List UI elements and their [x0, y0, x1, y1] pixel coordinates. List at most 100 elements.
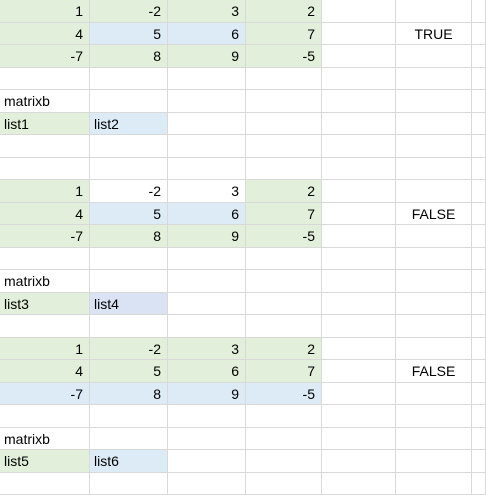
empty-cell[interactable]	[246, 427, 322, 450]
empty-cell[interactable]	[472, 292, 486, 315]
empty-cell[interactable]	[246, 292, 322, 315]
matrix-cell[interactable]: 7	[246, 202, 322, 225]
list-name-cell[interactable]: list5	[0, 450, 90, 473]
empty-cell[interactable]	[90, 67, 168, 90]
empty-cell[interactable]	[168, 315, 246, 338]
empty-cell[interactable]	[472, 472, 486, 495]
empty-cell[interactable]	[396, 67, 472, 90]
empty-cell[interactable]	[322, 0, 396, 23]
empty-cell[interactable]	[472, 0, 486, 23]
empty-cell[interactable]	[472, 202, 486, 225]
empty-cell[interactable]	[246, 247, 322, 270]
matrix-cell[interactable]: 7	[246, 360, 322, 383]
list-name-cell[interactable]: list1	[0, 112, 90, 135]
empty-cell[interactable]	[322, 405, 396, 428]
matrix-label-cell[interactable]: matrixb	[0, 270, 90, 293]
empty-cell[interactable]	[472, 405, 486, 428]
matrix-cell[interactable]: -5	[246, 382, 322, 405]
empty-cell[interactable]	[322, 135, 396, 158]
empty-cell[interactable]	[396, 247, 472, 270]
matrix-cell[interactable]: 2	[246, 0, 322, 23]
empty-cell[interactable]	[472, 157, 486, 180]
empty-cell[interactable]	[472, 337, 486, 360]
empty-cell[interactable]	[168, 247, 246, 270]
list-name-cell[interactable]: list6	[90, 450, 168, 473]
empty-cell[interactable]	[472, 90, 486, 113]
matrix-cell[interactable]: -5	[246, 225, 322, 248]
empty-cell[interactable]	[396, 45, 472, 68]
matrix-cell[interactable]: 9	[168, 225, 246, 248]
empty-cell[interactable]	[322, 225, 396, 248]
empty-cell[interactable]	[396, 90, 472, 113]
empty-cell[interactable]	[246, 112, 322, 135]
empty-cell[interactable]	[90, 472, 168, 495]
matrix-cell[interactable]: 3	[168, 180, 246, 203]
matrix-cell[interactable]: 6	[168, 202, 246, 225]
empty-cell[interactable]	[322, 292, 396, 315]
empty-cell[interactable]	[396, 427, 472, 450]
empty-cell[interactable]	[168, 157, 246, 180]
empty-cell[interactable]	[396, 225, 472, 248]
empty-cell[interactable]	[472, 360, 486, 383]
empty-cell[interactable]	[168, 472, 246, 495]
empty-cell[interactable]	[396, 157, 472, 180]
empty-cell[interactable]	[396, 135, 472, 158]
matrix-label-cell[interactable]: matrixb	[0, 427, 90, 450]
empty-cell[interactable]	[168, 67, 246, 90]
matrix-cell[interactable]: 8	[90, 45, 168, 68]
matrix-cell[interactable]: 2	[246, 337, 322, 360]
empty-cell[interactable]	[168, 135, 246, 158]
empty-cell[interactable]	[246, 157, 322, 180]
list-name-cell[interactable]: list4	[90, 292, 168, 315]
empty-cell[interactable]	[246, 450, 322, 473]
empty-cell[interactable]	[168, 90, 246, 113]
matrix-cell[interactable]: 9	[168, 382, 246, 405]
empty-cell[interactable]	[90, 90, 168, 113]
matrix-cell[interactable]: 6	[168, 22, 246, 45]
matrix-cell[interactable]: 3	[168, 0, 246, 23]
empty-cell[interactable]	[0, 315, 90, 338]
matrix-cell[interactable]: 6	[168, 360, 246, 383]
empty-cell[interactable]	[472, 247, 486, 270]
empty-cell[interactable]	[472, 382, 486, 405]
empty-cell[interactable]	[322, 45, 396, 68]
empty-cell[interactable]	[396, 112, 472, 135]
empty-cell[interactable]	[168, 112, 246, 135]
empty-cell[interactable]	[472, 45, 486, 68]
empty-cell[interactable]	[322, 360, 396, 383]
matrix-cell[interactable]: 1	[0, 0, 90, 23]
empty-cell[interactable]	[322, 22, 396, 45]
matrix-cell[interactable]: -2	[90, 0, 168, 23]
empty-cell[interactable]	[246, 90, 322, 113]
empty-cell[interactable]	[396, 450, 472, 473]
matrix-cell[interactable]: -7	[0, 45, 90, 68]
empty-cell[interactable]	[322, 315, 396, 338]
empty-cell[interactable]	[322, 337, 396, 360]
empty-cell[interactable]	[472, 450, 486, 473]
matrix-cell[interactable]: 4	[0, 22, 90, 45]
empty-cell[interactable]	[472, 180, 486, 203]
result-cell[interactable]: FALSE	[396, 360, 472, 383]
matrix-cell[interactable]: 4	[0, 360, 90, 383]
matrix-cell[interactable]: -7	[0, 382, 90, 405]
empty-cell[interactable]	[90, 157, 168, 180]
empty-cell[interactable]	[168, 405, 246, 428]
empty-cell[interactable]	[0, 472, 90, 495]
empty-cell[interactable]	[0, 157, 90, 180]
empty-cell[interactable]	[322, 270, 396, 293]
matrix-cell[interactable]: -7	[0, 225, 90, 248]
empty-cell[interactable]	[396, 472, 472, 495]
empty-cell[interactable]	[90, 270, 168, 293]
empty-cell[interactable]	[168, 292, 246, 315]
empty-cell[interactable]	[472, 112, 486, 135]
matrix-cell[interactable]: 5	[90, 202, 168, 225]
matrix-cell[interactable]: 5	[90, 22, 168, 45]
empty-cell[interactable]	[90, 427, 168, 450]
list-name-cell[interactable]: list2	[90, 112, 168, 135]
matrix-cell[interactable]: 2	[246, 180, 322, 203]
empty-cell[interactable]	[168, 270, 246, 293]
empty-cell[interactable]	[396, 292, 472, 315]
empty-cell[interactable]	[246, 405, 322, 428]
empty-cell[interactable]	[168, 450, 246, 473]
result-cell[interactable]: TRUE	[396, 22, 472, 45]
